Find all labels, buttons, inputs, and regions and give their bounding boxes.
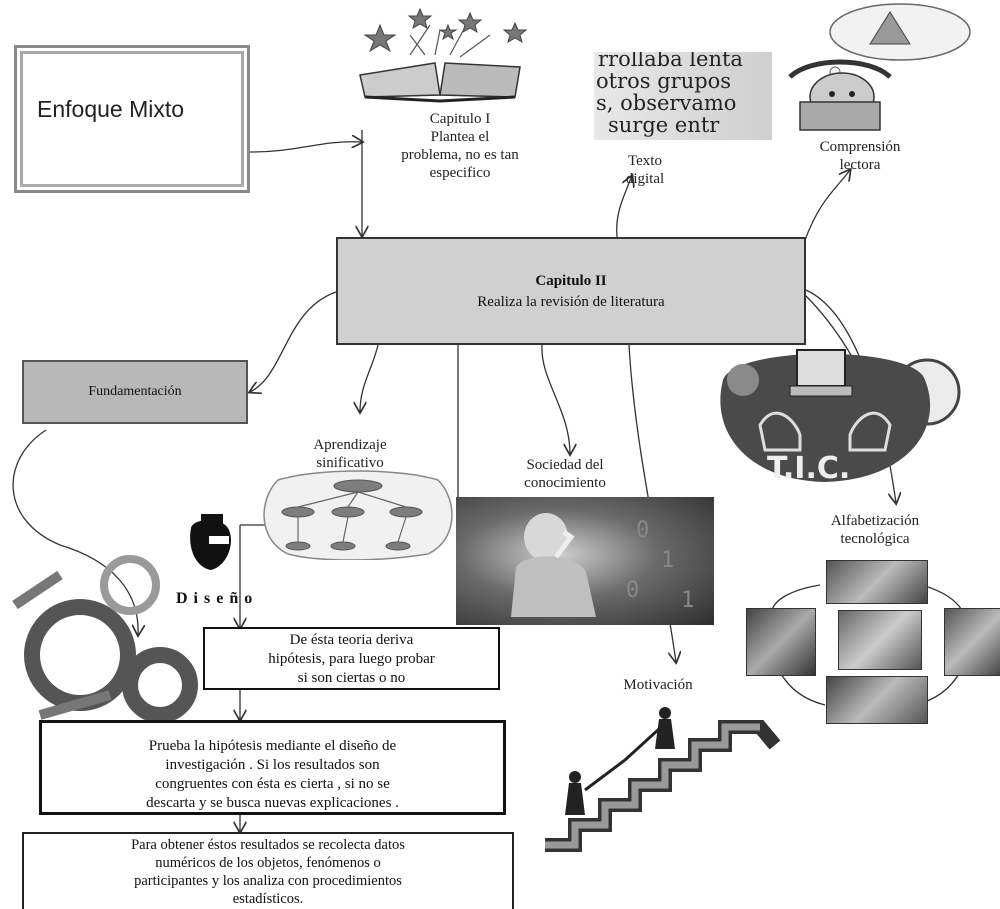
thinking-head-icon — [190, 514, 231, 570]
alfabetizacion-label: Alfabetización tecnológica — [830, 513, 920, 547]
capitulo-2-box: Capitulo II Realiza la revisión de liter… — [336, 237, 806, 345]
aprendizaje-label: Aprendizaje sinificativo — [313, 437, 387, 471]
prueba-box: Prueba la hipótesis mediante el diseño d… — [39, 720, 506, 815]
fundamentacion-label: Fundamentación — [88, 384, 182, 399]
capitulo-2-subtitle: Realiza la revisión de literatura — [477, 294, 665, 310]
photo-left — [746, 608, 816, 676]
sociedad-label: Sociedad del conocimiento — [524, 457, 606, 491]
texto-digital-label: Texto digital — [625, 153, 665, 187]
resultados-text: Para obtener éstos resultados se recolec… — [131, 837, 405, 907]
photo-bottom — [826, 676, 928, 724]
svg-text:0: 0 — [626, 578, 639, 603]
reading-child-icon — [788, 3, 971, 131]
photo-center — [838, 610, 922, 670]
fundamentacion-box: Fundamentación — [22, 360, 248, 424]
photo-top — [826, 560, 928, 604]
concept-map-bubble-icon — [263, 470, 453, 560]
teoria-text: De ésta teoria deriva hipótesis, para lu… — [268, 632, 435, 686]
capitulo-1-label: Capitulo I Plantea el problema, no es ta… — [401, 111, 519, 181]
svg-text:1: 1 — [681, 588, 694, 613]
photo-right — [944, 608, 1000, 676]
capitulo-2-title: Capitulo II — [535, 273, 607, 289]
comprension-lectora-label: Comprensión lectora — [819, 139, 901, 173]
tic-hands-icon: T.I.C. — [720, 349, 961, 485]
gears-icon — [12, 555, 198, 723]
resultados-box: Para obtener éstos resultados se recolec… — [22, 832, 514, 909]
prueba-text: Prueba la hipótesis mediante el diseño d… — [146, 738, 399, 811]
enfoque-mixto-label: Enfoque Mixto — [37, 96, 185, 122]
diseno-label: D i s e ñ o — [176, 590, 254, 607]
tic-logo: T.I.C. — [767, 451, 850, 485]
teoria-box: De ésta teoria deriva hipótesis, para lu… — [203, 627, 500, 690]
climbing-stairs-icon — [545, 707, 781, 852]
texto-digital-image: rrollaba lenta otros grupos s, observamo… — [594, 52, 772, 140]
enfoque-mixto-box: Enfoque Mixto — [14, 45, 250, 193]
book-stars-icon — [359, 7, 528, 103]
svg-text:1: 1 — [661, 548, 674, 573]
motivacion-label: Motivación — [623, 677, 693, 693]
svg-text:0: 0 — [636, 518, 649, 543]
